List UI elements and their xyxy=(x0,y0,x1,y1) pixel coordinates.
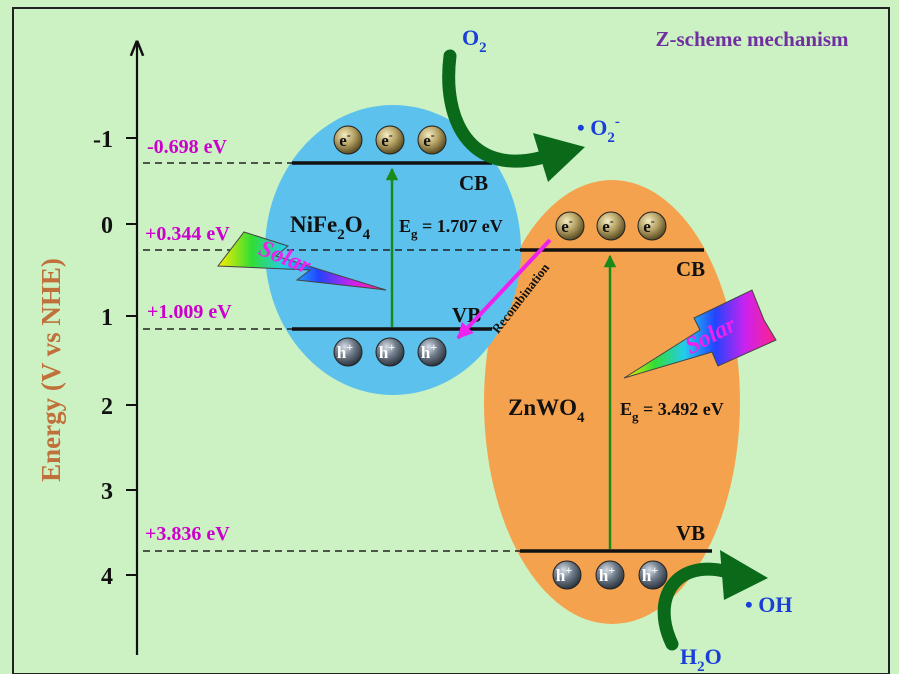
svg-text:e-: e- xyxy=(561,214,573,236)
znwo4-holes: h+ h+ h+ xyxy=(552,560,668,590)
axis-ticks xyxy=(126,137,137,576)
svg-text:h+: h+ xyxy=(556,563,572,585)
potential-vb-znwo4: +3.836 eV xyxy=(145,523,230,545)
tick-label: 0 xyxy=(101,213,113,239)
svg-text:e-: e- xyxy=(381,128,393,150)
curved-arrow-icon xyxy=(442,49,547,168)
o2-label: O2 xyxy=(462,25,487,56)
nife2o4-label: NiFe2O4 xyxy=(290,212,371,243)
znwo4-vb-label: VB xyxy=(676,521,705,545)
svg-text:h+: h+ xyxy=(642,563,658,585)
tick-label: 1 xyxy=(101,305,113,331)
axis-tick-labels: -1 0 1 2 3 4 xyxy=(93,127,113,590)
znwo4-electrons: e- e- e- xyxy=(555,211,667,241)
potential-vb-nife2o4: +1.009 eV xyxy=(147,301,232,323)
band-labels: CB VB CB VB xyxy=(452,171,705,545)
hole: h+ xyxy=(552,560,582,590)
curved-arrow-icon xyxy=(657,562,735,651)
electron: e- xyxy=(555,211,585,241)
potential-cb-nife2o4: -0.698 eV xyxy=(147,136,228,158)
nife2o4-electrons: e- e- e- xyxy=(333,125,447,155)
tick-label: 2 xyxy=(101,394,113,420)
potential-guides xyxy=(143,162,520,552)
hole: h+ xyxy=(595,560,625,590)
electron: e- xyxy=(637,211,667,241)
svg-text:h+: h+ xyxy=(599,563,615,585)
znwo4-label: ZnWO4 xyxy=(508,395,585,426)
diagram-title: Z-scheme mechanism xyxy=(655,27,849,51)
hole: h+ xyxy=(375,337,405,367)
h2o-oxidation-arrow xyxy=(657,550,768,651)
nife2o4-vb-label: VB xyxy=(452,303,481,327)
electron: e- xyxy=(375,125,405,155)
recombination-arrow xyxy=(456,238,552,340)
svg-text:h+: h+ xyxy=(379,340,395,362)
lightning-bolt-icon xyxy=(217,231,387,291)
svg-text:e-: e- xyxy=(643,214,655,236)
svg-text:e-: e- xyxy=(339,128,351,150)
znwo4-particle xyxy=(484,180,740,624)
nife2o4-cb-label: CB xyxy=(459,171,488,195)
arrowhead-icon xyxy=(533,133,585,182)
potential-labels: -0.698 eV +0.344 eV +1.009 eV +3.836 eV xyxy=(145,136,232,545)
nife2o4-bandgap: Eg = 1.707 eV xyxy=(399,216,503,241)
electron: e- xyxy=(417,125,447,155)
hydroxyl-label: • OH xyxy=(745,592,792,617)
arrowhead-icon xyxy=(720,550,768,600)
electron: e- xyxy=(596,211,626,241)
lightning-bolt-icon xyxy=(623,289,777,379)
znwo4-cb-label: CB xyxy=(676,257,705,281)
hole: h+ xyxy=(417,337,447,367)
nife2o4-holes: h+ h+ h+ xyxy=(333,337,447,367)
tick-label: 4 xyxy=(101,564,113,590)
axis-title: Energy (V vs NHE) xyxy=(36,258,66,482)
o2-reduction-arrow xyxy=(442,49,585,182)
svg-text:e-: e- xyxy=(423,128,435,150)
hole: h+ xyxy=(638,560,668,590)
potential-cb-znwo4: +0.344 eV xyxy=(145,223,230,245)
svg-text:h+: h+ xyxy=(337,340,353,362)
tick-label: -1 xyxy=(93,127,113,153)
tick-label: 3 xyxy=(101,479,113,505)
superoxide-label: • O2- xyxy=(577,114,620,146)
electron: e- xyxy=(333,125,363,155)
znwo4-bandgap: Eg = 3.492 eV xyxy=(620,399,724,424)
svg-text:h+: h+ xyxy=(421,340,437,362)
svg-text:e-: e- xyxy=(602,214,614,236)
h2o-label: H2O xyxy=(680,644,722,674)
hole: h+ xyxy=(333,337,363,367)
